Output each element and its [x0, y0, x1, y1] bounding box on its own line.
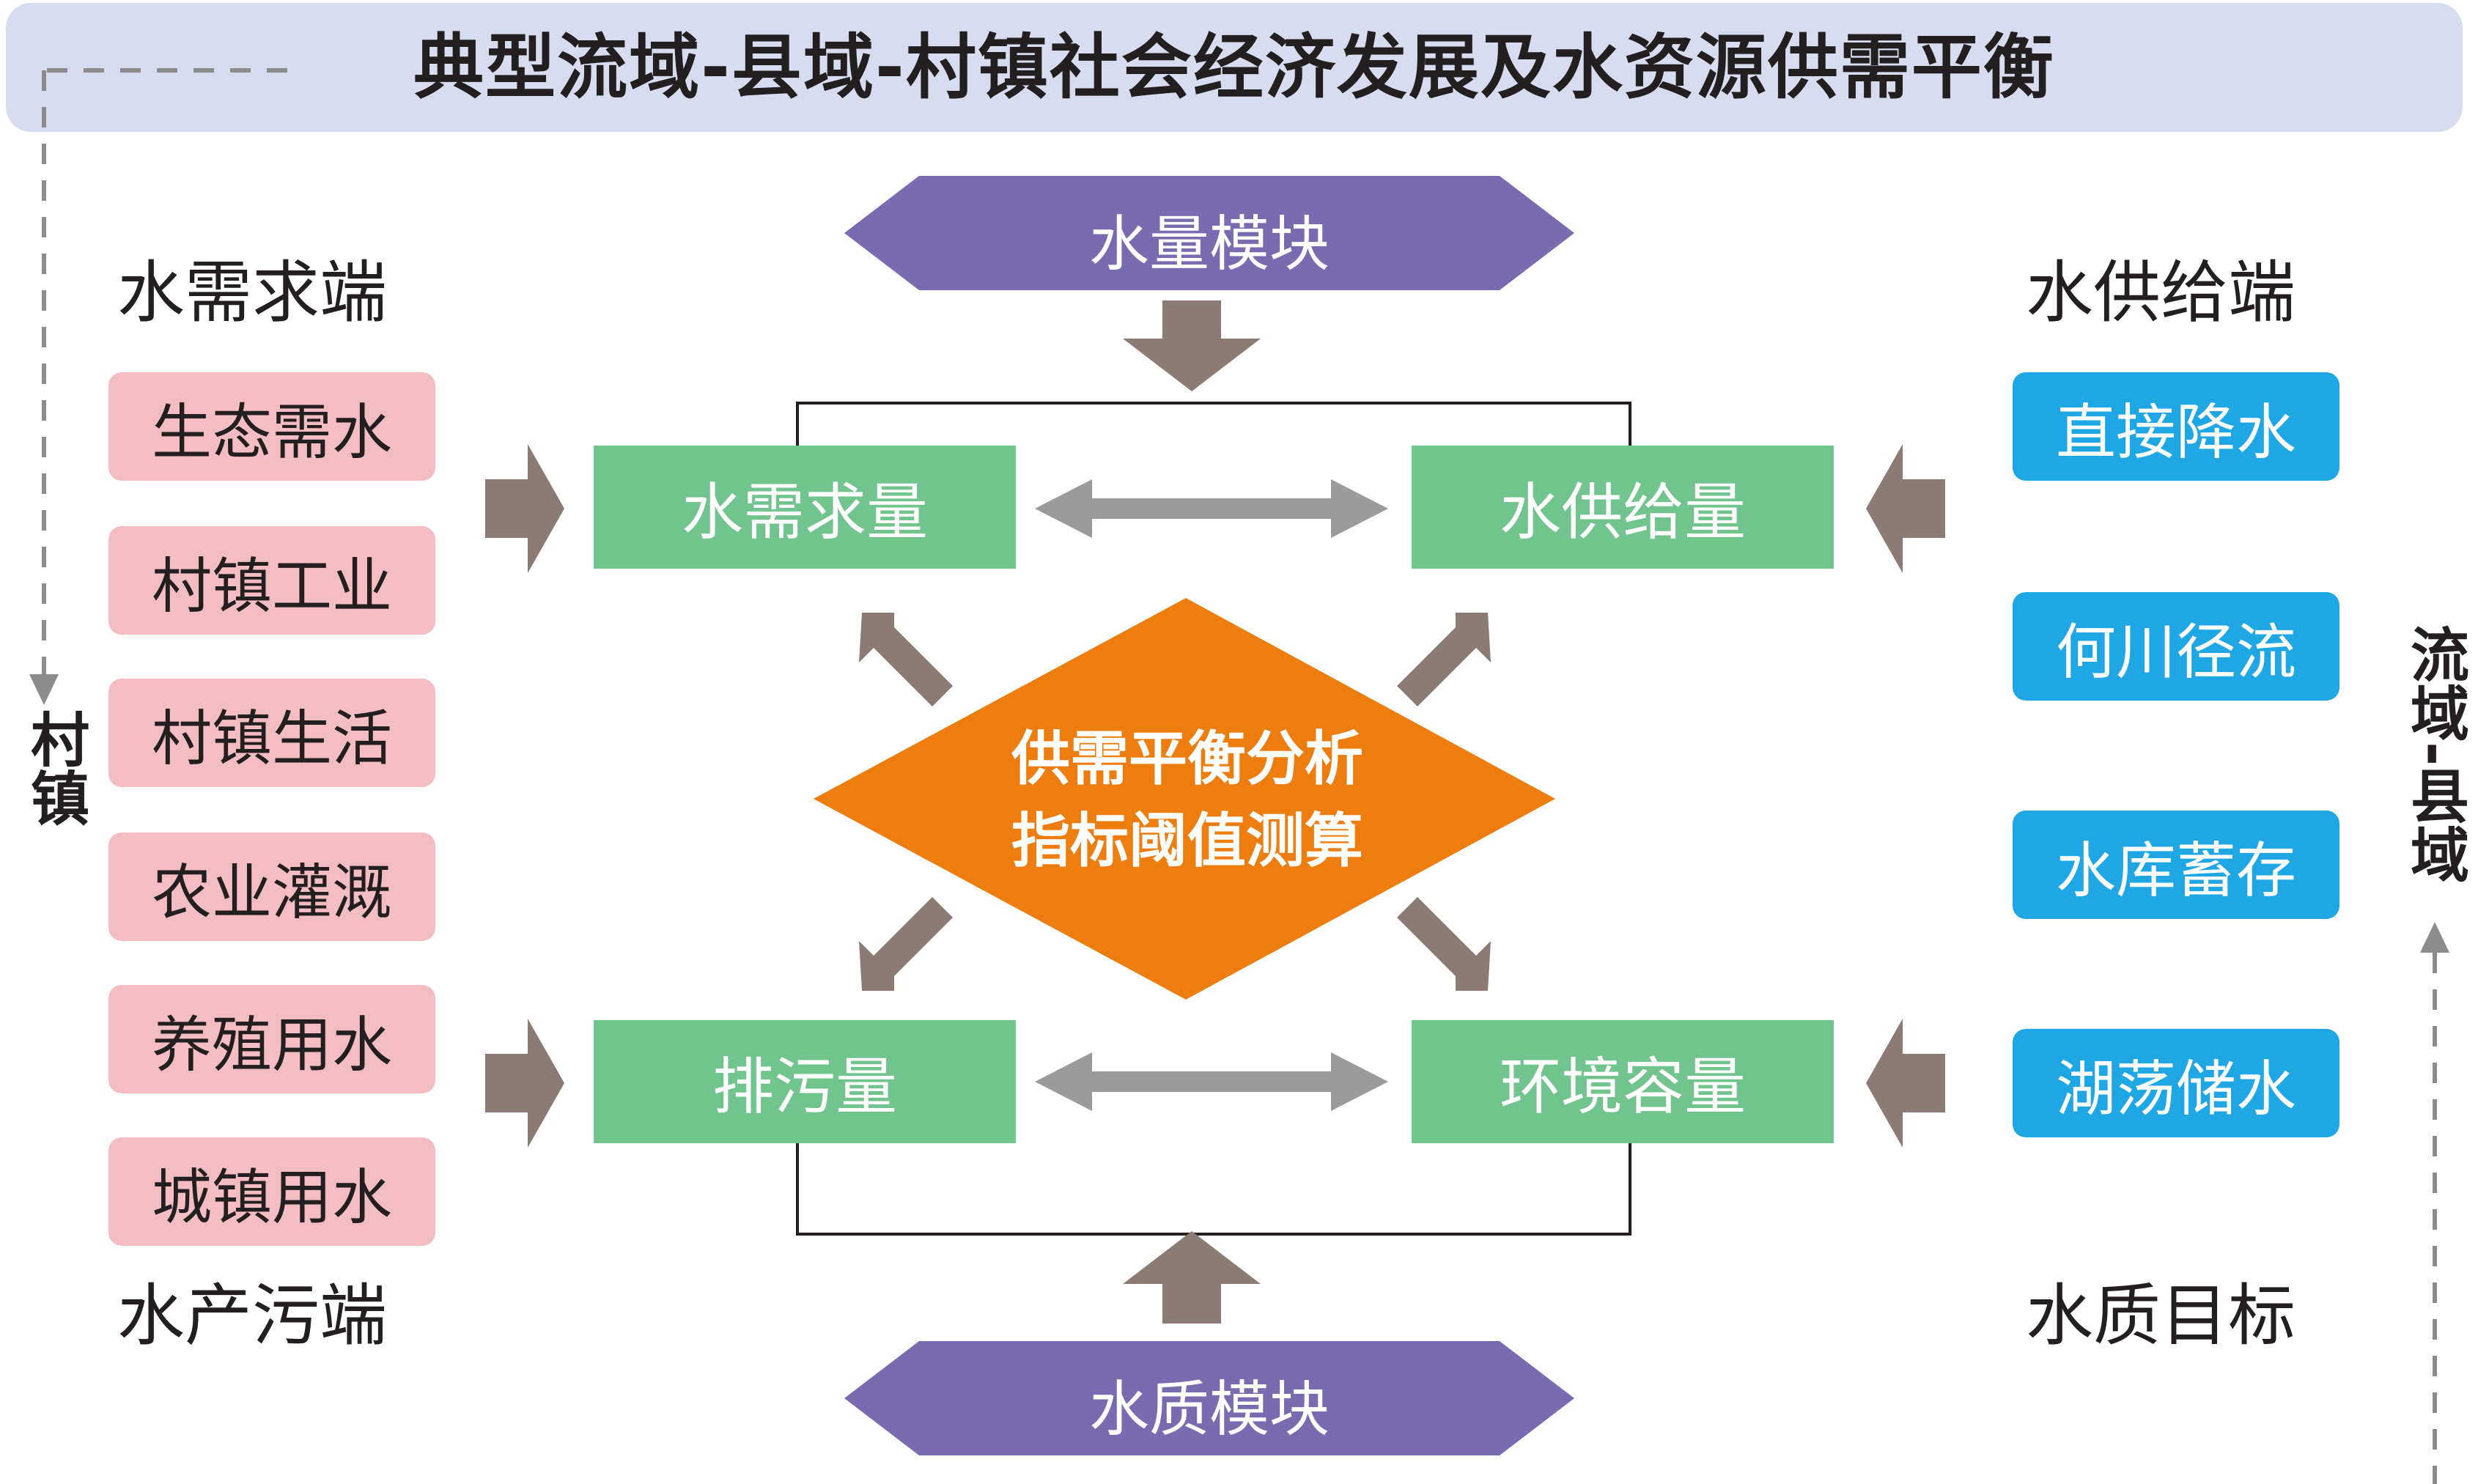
demand-item-village-living: 村镇生活 [108, 679, 435, 787]
water-demand-box: 水需求量 [594, 446, 1016, 569]
double-arrow-icon [1035, 479, 1388, 538]
supply-item-precipitation: 直接降水 [2013, 372, 2339, 481]
diamond-line-1: 供需平衡分析 [1011, 725, 1363, 793]
demand-item-ecological: 生态需水 [108, 372, 435, 481]
right-scale-label: 流域-县域 [2398, 624, 2471, 883]
supply-item-lake-storage: 湖荡储水 [2013, 1029, 2339, 1137]
right-scale-connector [2420, 922, 2449, 1484]
pollution-side-heading: 水产污端 [117, 1277, 388, 1355]
water-supply-box: 水供给量 [1412, 446, 1834, 569]
demand-item-irrigation: 农业灌溉 [108, 833, 435, 941]
diagonal-arrow-icon [1397, 897, 1491, 991]
quantity-module-label: 水量模块 [1088, 210, 1330, 279]
right-arrow-icon [485, 444, 564, 573]
demand-side-heading: 水需求端 [117, 254, 388, 332]
demand-item-aquaculture: 养殖用水 [108, 985, 435, 1093]
up-arrow-icon [1123, 1231, 1261, 1324]
up-arrow-icon [2420, 922, 2449, 953]
left-arrow-icon [1866, 1019, 1945, 1148]
demand-item-urban: 城镇用水 [108, 1137, 435, 1246]
demand-item-village-industry: 村镇工业 [108, 526, 435, 635]
quality-module-label: 水质模块 [1088, 1375, 1330, 1444]
double-arrow-icon [1035, 1052, 1388, 1111]
diagram-title: 典型流域-县域-村镇社会经济发展及水资源供需平衡 [413, 26, 2055, 108]
diagonal-arrow-icon [1397, 613, 1491, 706]
supply-side-heading: 水供给端 [2026, 254, 2296, 332]
down-arrow-icon [1123, 300, 1261, 391]
sewage-box: 排污量 [594, 1020, 1016, 1143]
right-arrow-icon [485, 1019, 564, 1148]
left-scale-text: 村镇 [21, 709, 89, 827]
diagonal-arrow-icon [859, 897, 953, 991]
left-arrow-icon [1866, 444, 1945, 573]
top-bracket-line [796, 402, 1631, 447]
diamond-text: 供需平衡分析 指标阈值测算 [953, 718, 1422, 882]
quantity-module-shape [844, 176, 1574, 290]
quality-target-heading: 水质目标 [2026, 1277, 2296, 1355]
bottom-bracket-line [796, 1140, 1631, 1236]
quality-module-shape [844, 1341, 1574, 1455]
title-bar: 典型流域-县域-村镇社会经济发展及水资源供需平衡 [6, 3, 2463, 132]
left-scale-label: 村镇 [6, 709, 89, 827]
diamond-line-2: 指标阈值测算 [1011, 807, 1363, 875]
down-arrow-icon [29, 674, 59, 705]
environmental-capacity-box: 环境容量 [1412, 1020, 1834, 1143]
supply-item-reservoir: 水库蓄存 [2013, 811, 2339, 919]
diagonal-arrow-icon [859, 613, 953, 706]
balance-analysis-diamond [814, 598, 1555, 1000]
right-scale-text: 流域-县域 [2401, 624, 2469, 884]
left-scale-connector [29, 68, 287, 705]
supply-item-river-runoff: 何川径流 [2013, 592, 2339, 701]
